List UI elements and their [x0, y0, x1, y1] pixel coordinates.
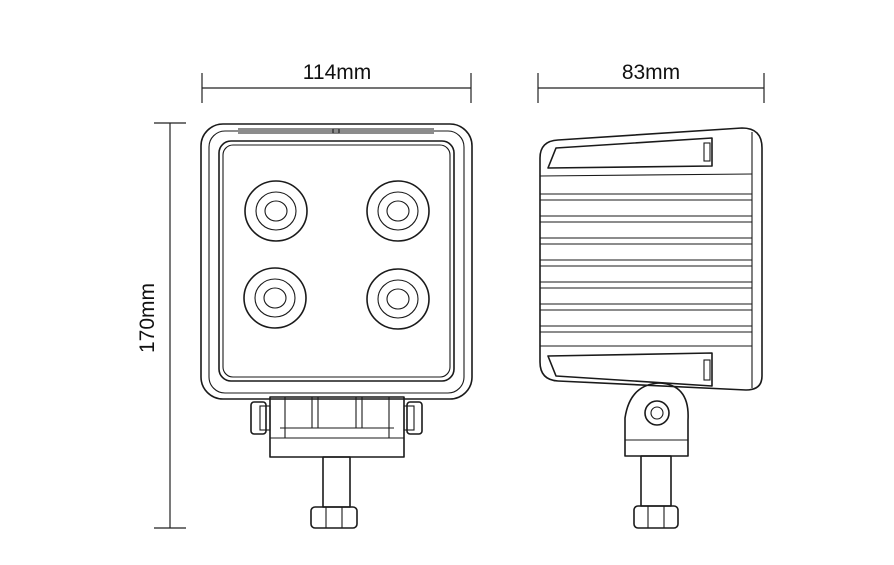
width-dimension: 114mm	[201, 61, 472, 103]
depth-label: 83mm	[622, 61, 680, 84]
height-label: 170mm	[136, 283, 159, 353]
front-mount-bracket	[250, 396, 423, 529]
width-label: 114mm	[303, 61, 371, 84]
led-bottom-right	[366, 268, 430, 330]
side-view	[539, 127, 763, 529]
cooling-fins	[539, 173, 753, 347]
side-mount-bracket	[624, 382, 689, 529]
led-bottom-left	[243, 267, 307, 329]
led-top-left	[244, 180, 308, 242]
led-top-right	[366, 180, 430, 242]
depth-dimension: 83mm	[537, 61, 765, 103]
front-view	[200, 123, 473, 529]
height-dimension: 170mm	[136, 122, 186, 529]
